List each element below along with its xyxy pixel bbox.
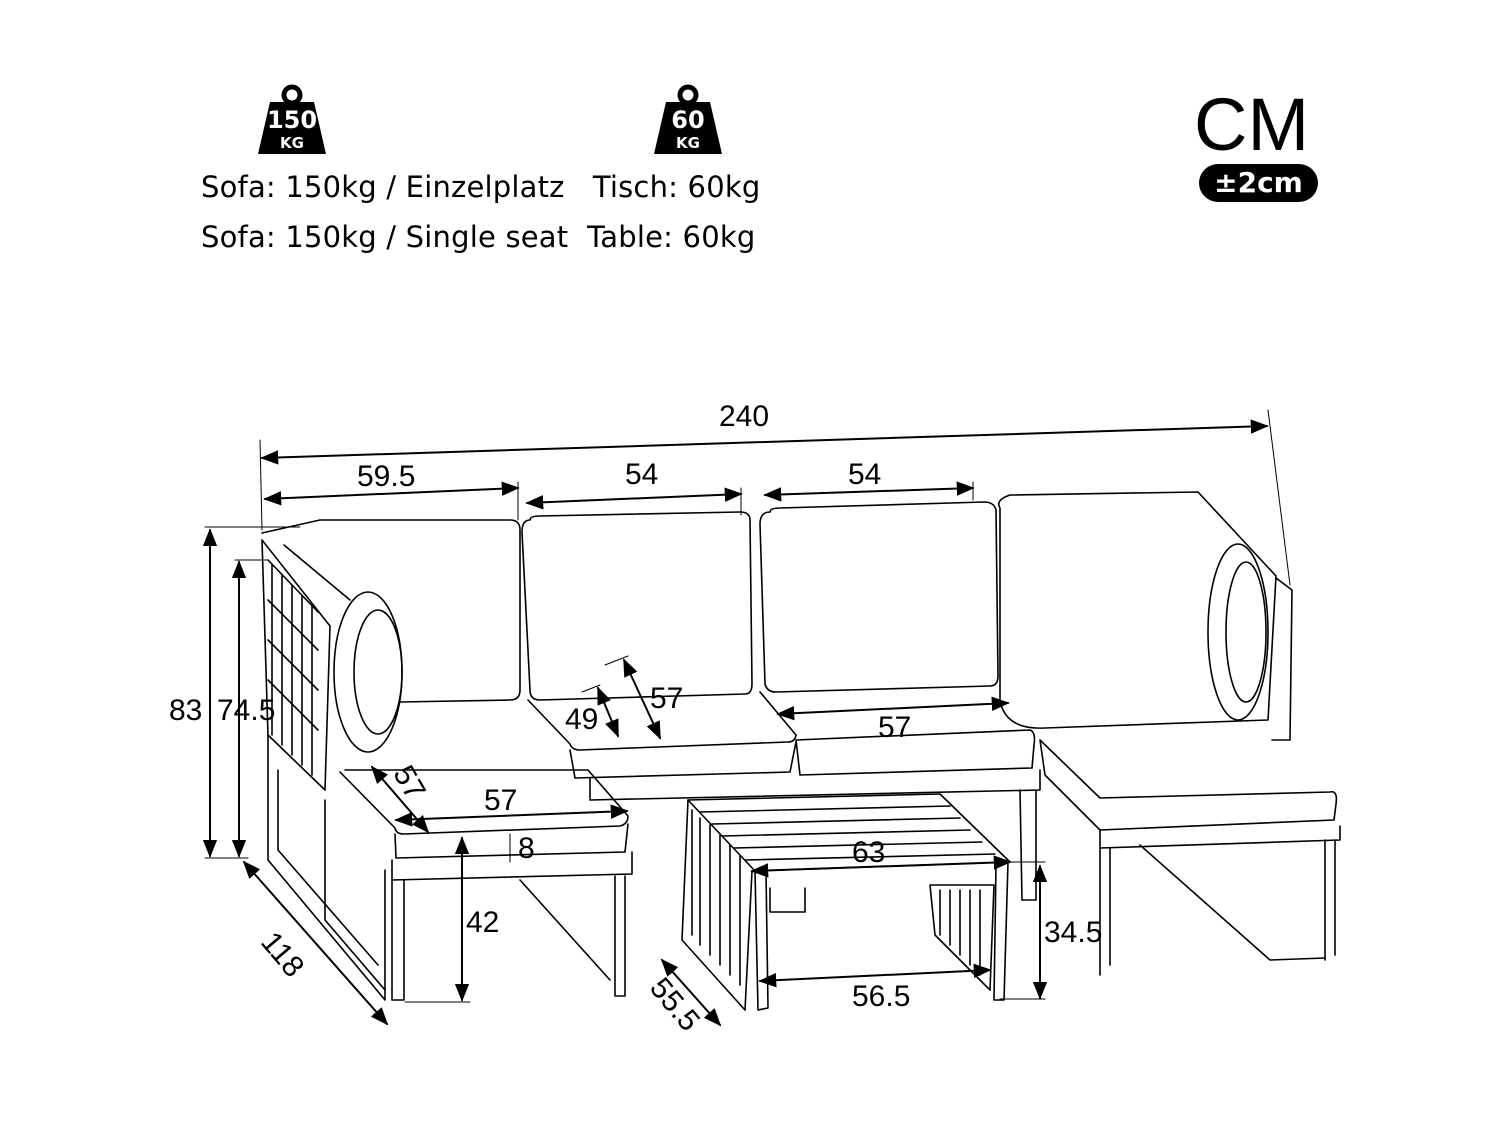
dim-seat-width: 57	[878, 711, 912, 744]
weight-150kg-icon: 150 KG	[256, 84, 328, 156]
dim-armrest-height: 74.5	[217, 694, 276, 727]
dim-table-height: 34.5	[1044, 916, 1103, 949]
weight-60kg-icon: 60 KG	[652, 84, 724, 156]
dim-total-height: 83	[169, 694, 203, 727]
back-cushions	[521, 491, 1293, 741]
coffee-table	[681, 793, 1011, 1011]
dim-seat-height: 42	[466, 906, 500, 939]
dim-backrest-height: 49	[565, 703, 599, 736]
weight-60-number: 60	[671, 106, 705, 134]
middle-seat-frame	[1019, 789, 1037, 901]
caption-german: Sofa: 150kg / Einzelplatz Tisch: 60kg	[201, 170, 761, 204]
dim-total-width: 240	[719, 400, 770, 433]
weight-60-unit: KG	[676, 134, 700, 152]
caption-english: Sofa: 150kg / Single seat Table: 60kg	[201, 220, 756, 254]
weight-150-unit: KG	[280, 134, 304, 152]
dimension-lines	[202, 409, 1291, 1027]
unit-label: CM	[1194, 83, 1310, 166]
dim-middle-seat-2-width: 54	[848, 458, 882, 491]
ottoman	[339, 769, 633, 1001]
dim-table-inner-width: 56.5	[852, 980, 911, 1013]
tolerance-badge: ±2cm	[1199, 164, 1318, 202]
dim-ottoman-width: 57	[484, 784, 518, 817]
dim-table-width: 63	[852, 836, 886, 869]
seat-cushions	[527, 691, 1341, 976]
dim-corner-seat-width: 59.5	[357, 460, 416, 493]
dim-middle-seat-1-width: 54	[625, 458, 659, 491]
left-corner-seat	[261, 519, 521, 1001]
weight-150-number: 150	[266, 106, 318, 134]
dim-seat-depth-back: 57	[650, 682, 684, 715]
dim-cushion-thickness: 8	[518, 832, 535, 865]
